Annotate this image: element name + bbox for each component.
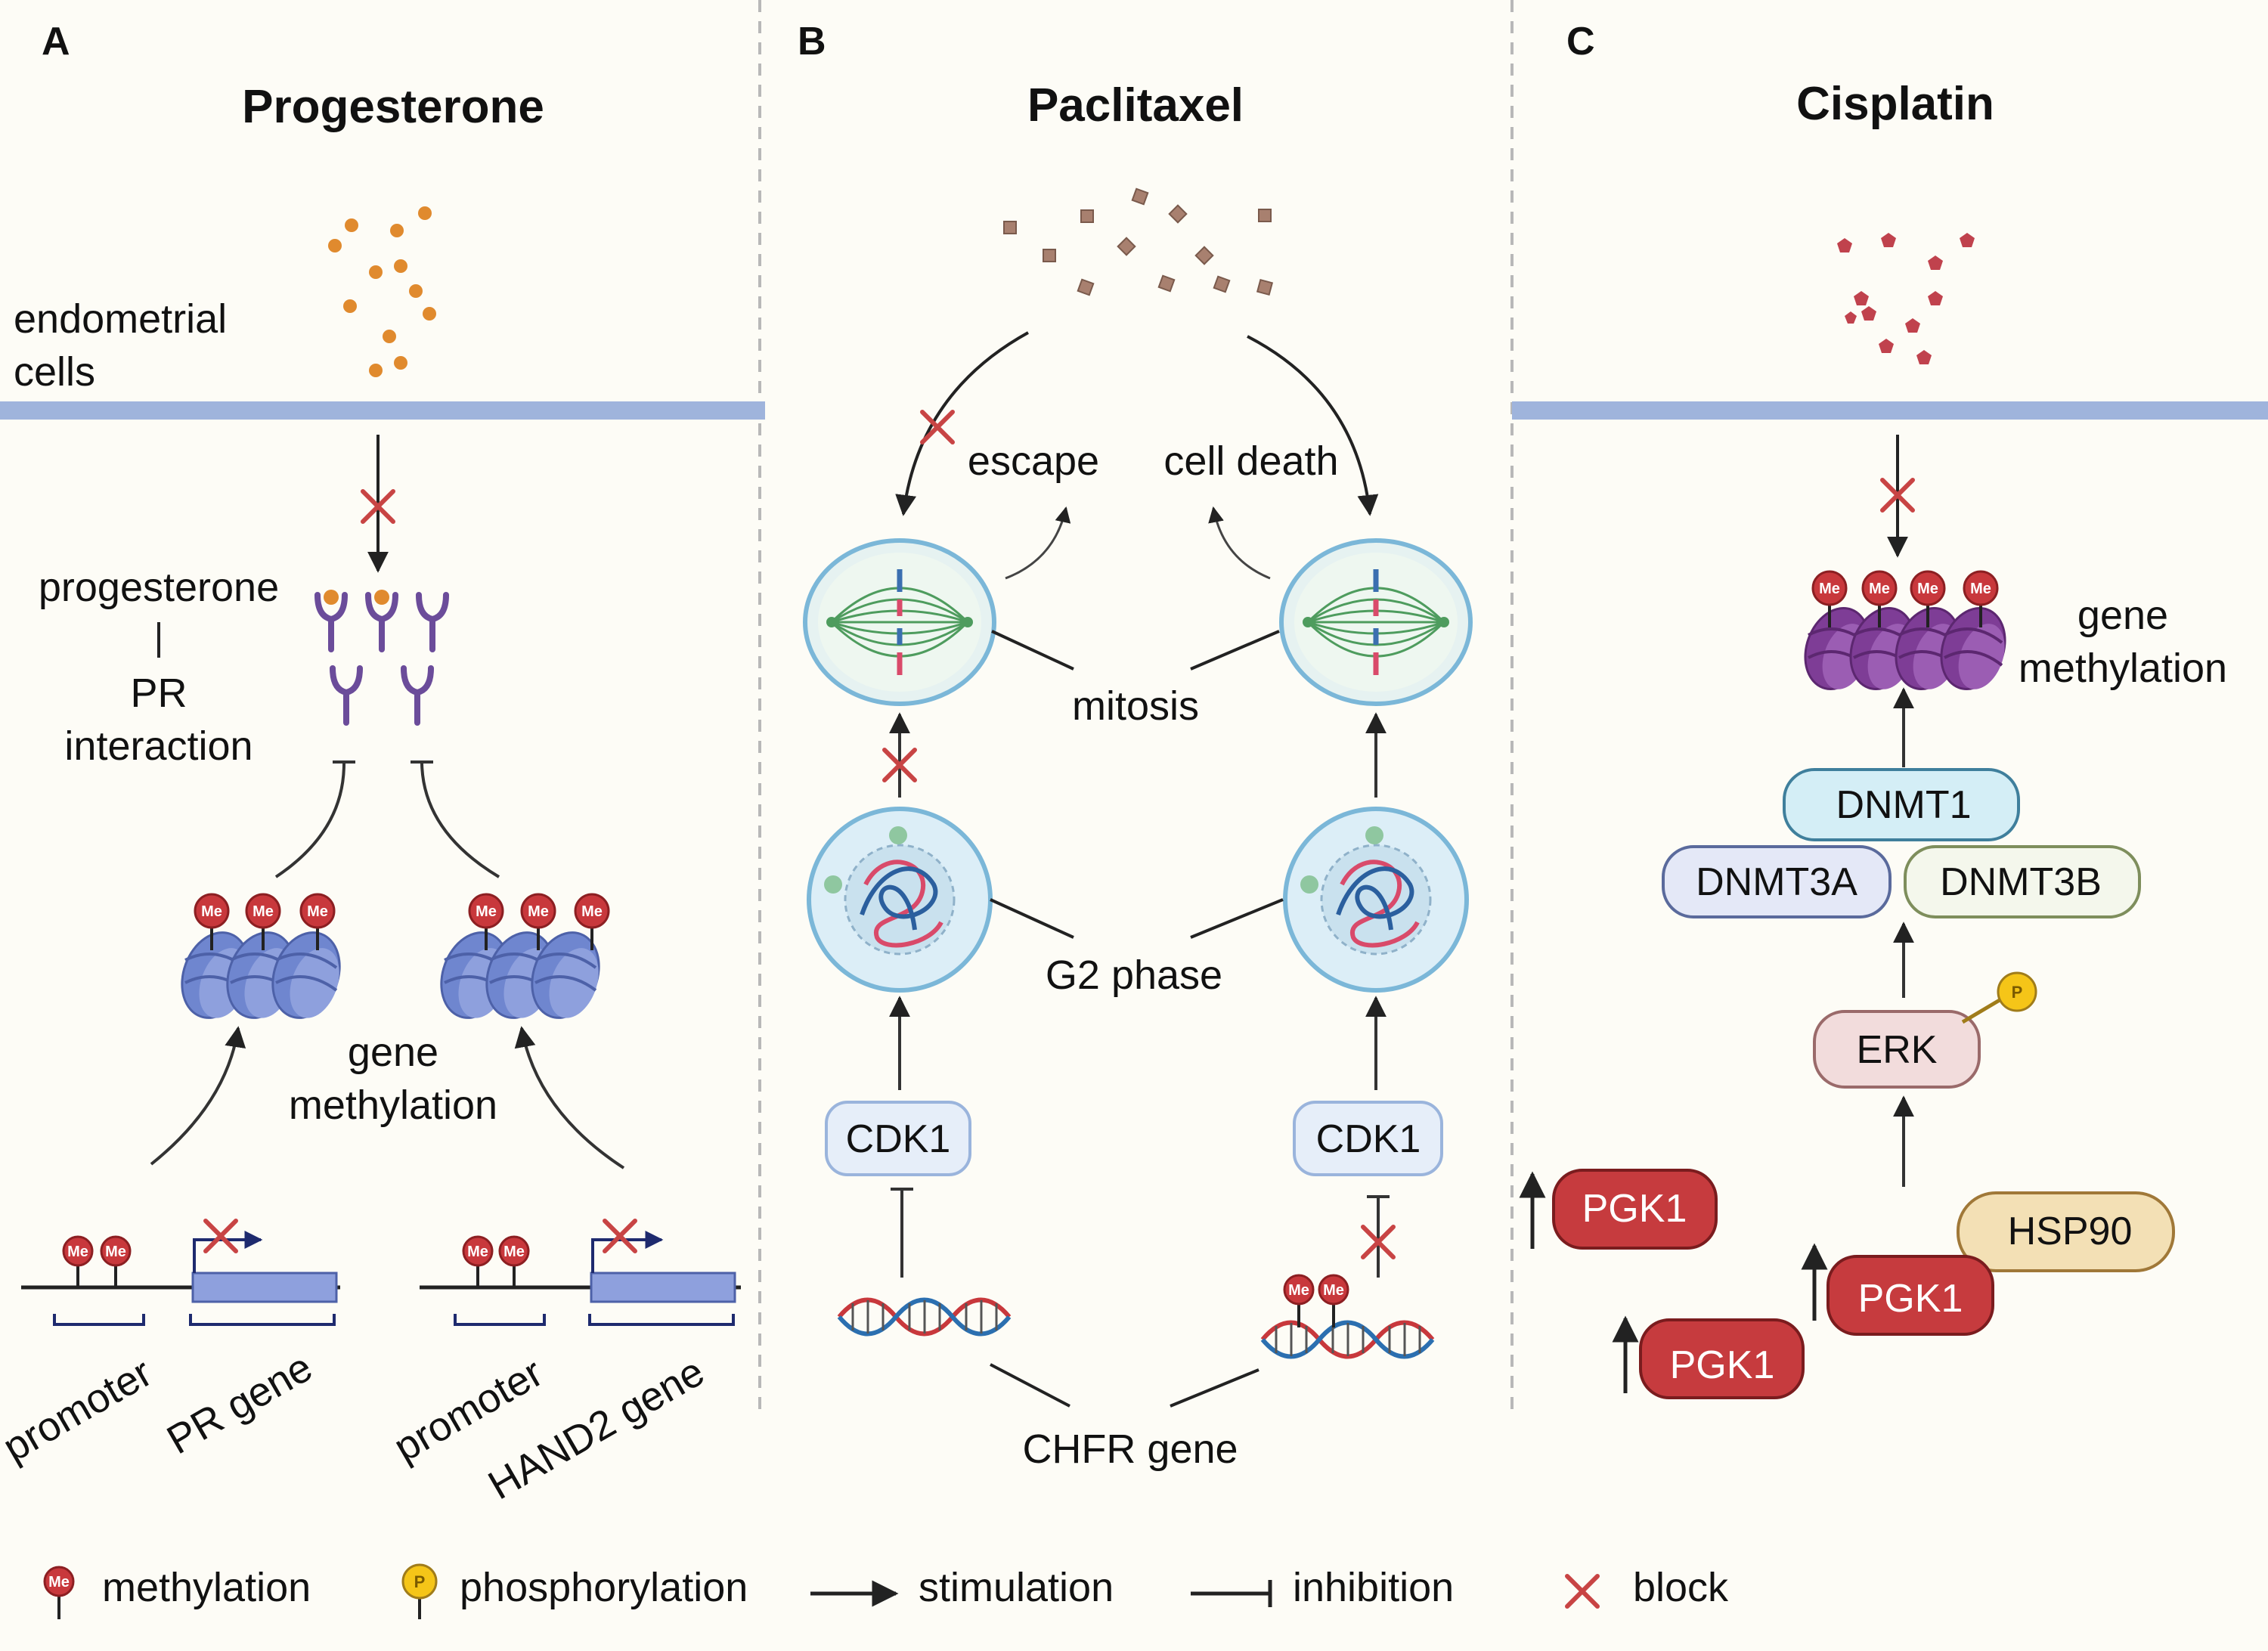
dna-helix-right: [1263, 1323, 1433, 1357]
erk-label: ERK: [1857, 1028, 1938, 1072]
phospho-badge-text: P: [2012, 983, 2023, 1002]
stimulation-curve-right: [514, 1026, 625, 1169]
pgk1-box-a: [1552, 1169, 1718, 1250]
panel-a-letter: A: [42, 20, 70, 64]
erk-box: [1813, 1010, 1981, 1089]
mitotic-cell-left: [805, 541, 994, 704]
legend-methylation-label: methylation: [102, 1565, 311, 1610]
me-badge-text: Me: [1869, 581, 1890, 597]
dnmt3b-label: DNMT3B: [1940, 860, 2102, 904]
cell-membrane-c: [1512, 401, 2268, 420]
pgk1-label-b: PGK1: [1858, 1277, 1963, 1321]
dnmt3a-label: DNMT3A: [1696, 860, 1857, 904]
legend: Me methylation P phosphorylation stimula…: [43, 1563, 1729, 1621]
methylation-label-c-line2: methylation: [2019, 646, 2227, 691]
cell-membrane-a: [0, 401, 765, 420]
legend-stimulation-label: stimulation: [919, 1565, 1114, 1610]
me-badge-text: Me: [581, 903, 603, 920]
me-badge-text: Me: [467, 1244, 488, 1260]
methylation-label-a-line2: methylation: [289, 1083, 497, 1128]
pr-label-line1: PR: [130, 671, 187, 716]
cdk1-box-right: [1293, 1101, 1443, 1176]
me-badge-text: Me: [1970, 581, 1991, 597]
escape-label: escape: [968, 438, 1099, 484]
cell-label-line2: cells: [14, 349, 95, 395]
pgk1-box-b: [1826, 1255, 1994, 1336]
cdk1-label-right: CDK1: [1316, 1117, 1421, 1161]
phospho-badge-erk: [1997, 971, 2037, 1012]
legend-inhibition-label: inhibition: [1293, 1565, 1454, 1610]
arc-to-cell-death: [1247, 335, 1379, 516]
cell-label-line1: endometrial: [14, 296, 227, 342]
g2-phase-label: G2 phase: [1046, 952, 1222, 998]
pgk1-box-c: [1639, 1318, 1805, 1399]
dnmt3b-box: [1904, 845, 2141, 918]
dnmt1-label: DNMT1: [1836, 783, 1971, 827]
legend-block-icon: [1567, 1576, 1597, 1606]
panel-c: C Cisplatin Me Me Me Me gene: [1512, 20, 2268, 1399]
methylation-label-c-line1: gene: [2077, 593, 2168, 638]
me-badge-text: Me: [105, 1244, 126, 1260]
hand2-gene-construct: Me Me: [420, 1221, 741, 1326]
hsp90-box: [1957, 1191, 2175, 1272]
panel-b-letter: B: [798, 20, 826, 64]
cdk1-label-left: CDK1: [846, 1117, 951, 1161]
dna-helix-left: [839, 1300, 1009, 1334]
legend-phosphorylation-icon: [401, 1563, 438, 1600]
me-badge-text: Me: [307, 903, 328, 920]
legend-inhibition-icon: [1191, 1580, 1272, 1607]
phospho-badge-text: P: [414, 1572, 426, 1591]
panel-c-title: Cisplatin: [1796, 78, 1994, 130]
paclitaxel-molecules: [1003, 187, 1274, 296]
me-badge-text: Me: [1917, 581, 1938, 597]
panel-c-letter: C: [1566, 20, 1595, 64]
panel-a: A Progesterone endometrial cells progest…: [0, 20, 765, 1508]
inhibition-curve-right: [420, 763, 500, 878]
panel-a-title: Progesterone: [242, 81, 544, 133]
me-badge-text: Me: [1819, 581, 1840, 597]
me-badge-text: Me: [253, 903, 274, 920]
me-badge-text: Me: [528, 903, 549, 920]
arc-to-escape: [895, 331, 1029, 516]
chfr-gene-label: CHFR gene: [1022, 1426, 1238, 1472]
panel-b: B Paclitaxel escape cell death mitosis: [798, 20, 1470, 1472]
pgk1-label-c: PGK1: [1670, 1343, 1775, 1387]
mitotic-cell-right: [1281, 541, 1470, 704]
g2-cell-left: [809, 809, 990, 990]
me-badge-text: Me: [48, 1574, 70, 1591]
me-badge-text: Me: [201, 903, 222, 920]
stimulation-curve-left: [150, 1026, 246, 1166]
g2-cell-right: [1285, 809, 1467, 990]
methylation-label-a-line1: gene: [348, 1030, 438, 1075]
pr-receptors: [318, 590, 446, 723]
dnmt3a-box: [1662, 845, 1892, 918]
hsp90-label: HSP90: [2008, 1210, 2133, 1253]
me-badge-text: Me: [503, 1244, 525, 1260]
receptor-label: progesterone: [39, 565, 279, 610]
me-badge-text: Me: [1323, 1282, 1344, 1299]
me-badge-text: Me: [67, 1244, 88, 1260]
inhibition-curve-left: [274, 763, 345, 878]
dnmt1-box: [1783, 768, 2020, 841]
panel-b-title: Paclitaxel: [1027, 79, 1244, 132]
cdk1-box-left: [825, 1101, 971, 1176]
legend-phosphorylation-label: phosphorylation: [460, 1565, 748, 1610]
me-badge-text: Me: [1288, 1282, 1309, 1299]
pgk1-label-a: PGK1: [1582, 1187, 1687, 1231]
mitosis-label: mitosis: [1072, 683, 1199, 729]
pr-gene-label: PR gene: [160, 1344, 320, 1463]
cisplatin-molecules: [1837, 233, 1975, 364]
promoter-label-left: promoter: [0, 1349, 160, 1470]
pr-gene-construct: Me Me: [21, 1221, 340, 1326]
me-badge-text: Me: [476, 903, 497, 920]
pr-label-line2: interaction: [64, 723, 253, 769]
legend-block-label: block: [1633, 1565, 1729, 1610]
cell-death-label: cell death: [1163, 438, 1338, 484]
progesterone-molecules: [328, 206, 436, 377]
